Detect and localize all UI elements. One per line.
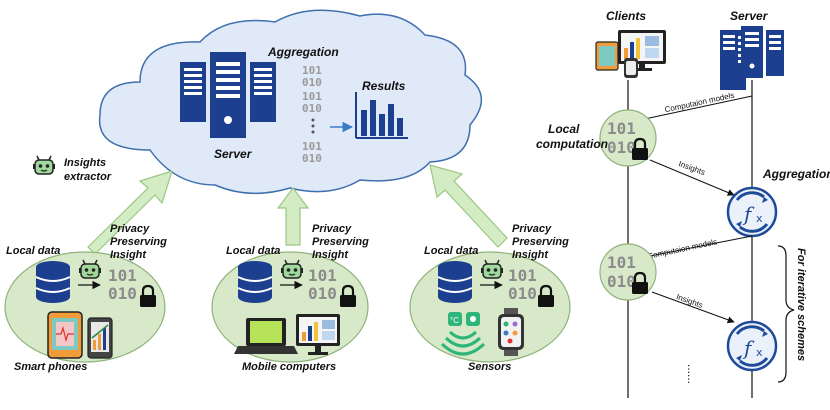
results-chart-icon xyxy=(355,92,408,139)
binary-row: 101 xyxy=(302,90,322,103)
privacy-line3: Insight xyxy=(312,249,349,261)
ellipsis-dots: ...... xyxy=(685,364,699,384)
local-data-label: Local data xyxy=(424,245,478,257)
aggregation-fx-icon xyxy=(726,186,778,238)
server-label: Server xyxy=(730,9,769,23)
fx-subscript: x xyxy=(756,212,763,225)
insights-label: Insights xyxy=(675,292,704,310)
binary-insight: 010 xyxy=(308,284,337,303)
database-icon xyxy=(35,260,71,304)
iterative-label: For iterative schemes xyxy=(795,248,807,361)
upload-arrow-middle xyxy=(276,187,310,246)
cloud xyxy=(98,9,483,195)
privacy-line1: Privacy xyxy=(312,223,352,235)
binary-insight: 010 xyxy=(108,284,137,303)
group-caption: Mobile computers xyxy=(242,361,336,373)
binary-row: 010 xyxy=(302,102,322,115)
laptop-icon xyxy=(234,318,298,354)
binary-insight: 101 xyxy=(308,266,337,285)
privacy-line2: Preserving xyxy=(110,236,167,248)
binary-insight: 010 xyxy=(607,138,636,157)
sensor-waves-icon: °C xyxy=(440,312,486,356)
computation-models-arrow xyxy=(639,235,753,261)
binary-row: 010 xyxy=(302,76,322,89)
insights-extractor-line2: extractor xyxy=(64,171,112,183)
fx-subscript: x xyxy=(756,346,763,359)
upload-arrow-left xyxy=(87,170,173,255)
binary-insight: 010 xyxy=(607,272,636,291)
binary-insight: 010 xyxy=(508,284,537,303)
smartphone-icon xyxy=(47,311,83,359)
binary-insight: 101 xyxy=(607,253,636,272)
database-icon xyxy=(437,260,473,304)
privacy-line1: Privacy xyxy=(110,223,150,235)
privacy-line3: Insight xyxy=(110,249,147,261)
phone-chart-icon xyxy=(87,317,113,359)
iterative-brace xyxy=(777,245,795,383)
binary-insight: 101 xyxy=(108,266,137,285)
group-caption: Sensors xyxy=(468,361,511,373)
group-caption: Smart phones xyxy=(14,361,87,373)
computation-models-label: Computaion models xyxy=(647,237,718,261)
privacy-line2: Preserving xyxy=(512,236,569,248)
insights-arrow xyxy=(649,159,735,196)
binary-row: 010 xyxy=(302,152,322,165)
local-data-label: Local data xyxy=(226,245,280,257)
clients-label: Clients xyxy=(606,9,646,23)
clients-devices-icon xyxy=(595,30,666,78)
svg-text:°C: °C xyxy=(450,316,459,325)
privacy-line3: Insight xyxy=(512,249,549,261)
privacy-line1: Privacy xyxy=(512,223,552,235)
monitor-icon xyxy=(296,314,340,355)
binary-row: 101 xyxy=(302,64,322,77)
computation-models-label: Computaion models xyxy=(664,91,735,115)
local-computation-line1: Local xyxy=(548,122,580,136)
aggregation-label: Aggregation xyxy=(267,45,339,59)
insights-label: Insights xyxy=(677,159,706,177)
insights-extractor-line1: Insights xyxy=(64,157,106,169)
insights-arrow xyxy=(651,291,735,324)
aggregation-sequence-label: Aggregation xyxy=(762,167,830,181)
local-data-label: Local data xyxy=(6,245,60,257)
smartwatch-icon xyxy=(498,308,524,356)
binary-column: 101 010 101 010 101 010 xyxy=(302,64,322,165)
insights-extractor-icon xyxy=(32,155,56,175)
binary-row: 101 xyxy=(302,140,322,153)
computation-models-arrow xyxy=(639,95,753,123)
privacy-line2: Preserving xyxy=(312,236,369,248)
binary-insight: 101 xyxy=(508,266,537,285)
aggregation-fx-icon xyxy=(726,320,778,372)
cloud-server-icon xyxy=(180,52,276,138)
binary-insight: 101 xyxy=(607,119,636,138)
upload-arrow-right xyxy=(429,164,508,248)
cloud-server-label: Server xyxy=(214,147,253,161)
local-computation-line2: computation xyxy=(536,137,608,151)
results-label: Results xyxy=(362,79,406,93)
sequence-server-icon xyxy=(720,26,784,90)
database-icon xyxy=(237,260,273,304)
